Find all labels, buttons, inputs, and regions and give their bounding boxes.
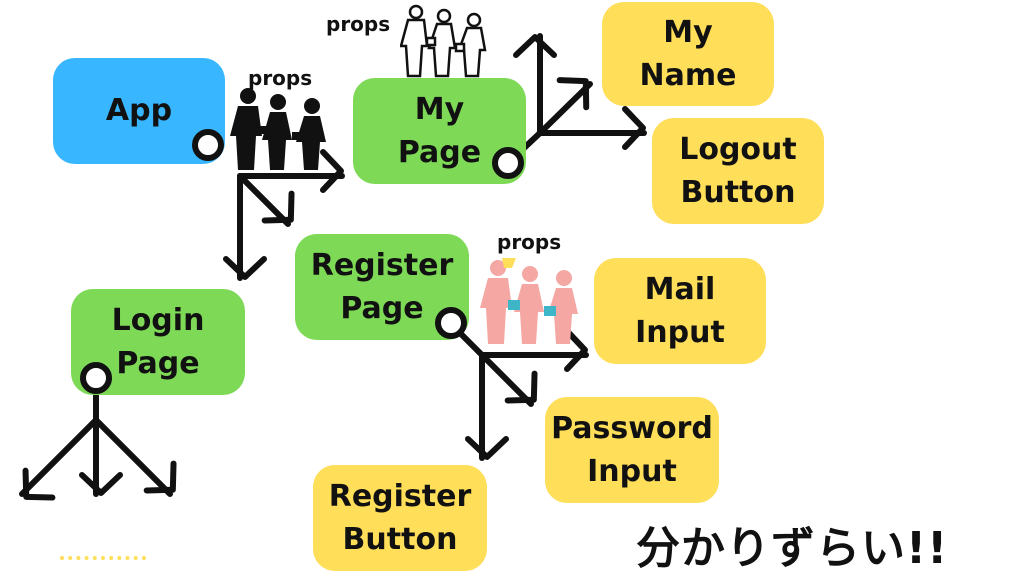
people-passing-props-icon	[230, 88, 326, 170]
branch-node-icon	[435, 307, 467, 339]
people-passing-props-icon	[480, 258, 578, 344]
branch-node-icon	[192, 129, 224, 161]
app-branch-arrows	[223, 149, 345, 281]
node-password-input: Password Input	[545, 397, 719, 503]
node-register-button: Register Button	[313, 465, 487, 571]
props-label-register-page: props	[497, 230, 562, 254]
branch-node-icon	[492, 147, 524, 179]
login-page-branch-arrows	[19, 390, 177, 501]
node-my-name: My Name	[602, 2, 774, 106]
node-register-page: Register Page	[295, 234, 469, 340]
caption-hard-to-understand: 分かりずらい!!	[636, 523, 949, 574]
decorative-dots	[60, 556, 146, 564]
props-label-app: props	[248, 66, 313, 90]
branch-node-icon	[80, 362, 112, 394]
node-mail-input: Mail Input	[594, 258, 766, 364]
node-logout-button: Logout Button	[652, 118, 824, 224]
props-label-my-page: props	[326, 12, 391, 36]
register-page-branch-arrows	[448, 321, 589, 461]
people-passing-props-icon	[400, 4, 487, 78]
